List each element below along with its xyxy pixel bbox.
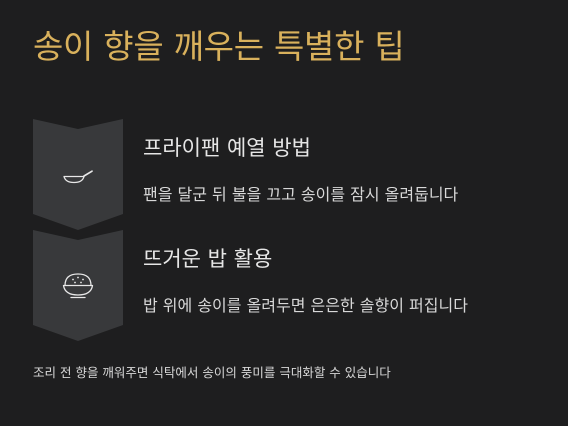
step-description-preheat-pan: 팬을 달군 뒤 불을 끄고 송이를 잠시 올려둡니다 xyxy=(143,185,459,204)
step-badge-frying-pan xyxy=(33,119,123,230)
footnote: 조리 전 향을 깨워주면 식탁에서 송이의 풍미를 극대화할 수 있습니다 xyxy=(33,365,391,380)
step-title-preheat-pan: 프라이팬 예열 방법 xyxy=(143,136,311,160)
step-title-hot-rice: 뜨거운 밥 활용 xyxy=(143,247,273,271)
rice-bowl-icon xyxy=(62,273,94,299)
step-badge-rice-bowl xyxy=(33,230,123,341)
frying-pan-icon xyxy=(63,170,93,184)
page-title: 송이 향을 깨우는 특별한 팁 xyxy=(33,27,405,66)
step-description-hot-rice: 밥 위에 송이를 올려두면 은은한 솔향이 퍼집니다 xyxy=(143,296,468,315)
